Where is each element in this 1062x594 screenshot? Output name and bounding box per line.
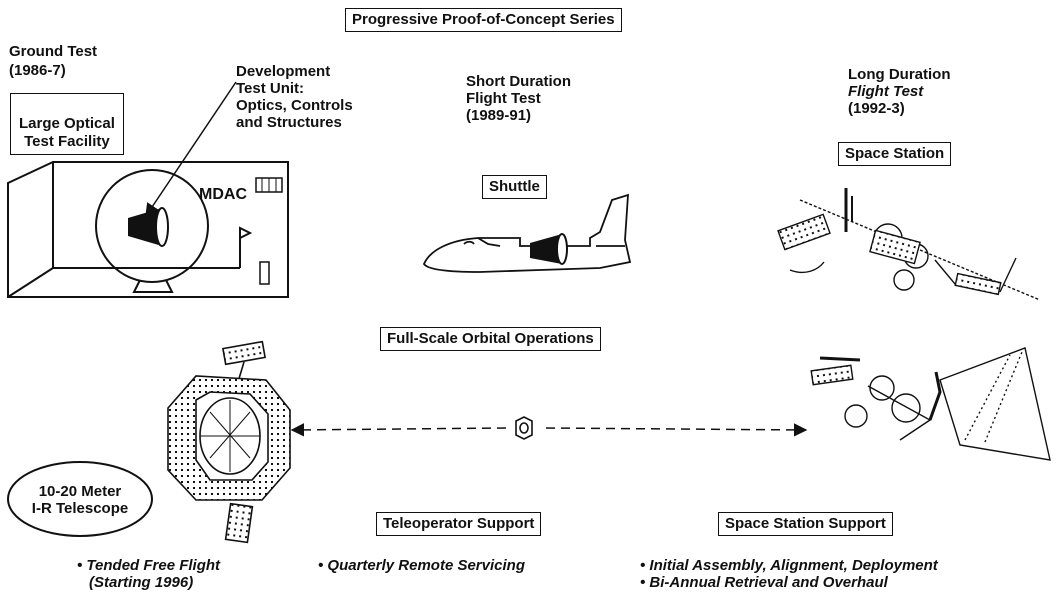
- shuttle-box: Shuttle: [482, 175, 547, 199]
- teleoperator-support-label: Teleoperator Support: [383, 515, 535, 532]
- short-flight-test-label: Flight Test: [466, 90, 541, 107]
- bullet-remote-servicing: • Quarterly Remote Servicing: [318, 557, 525, 574]
- initial-assembly-text: Initial Assembly, Alignment, Deployment: [649, 557, 938, 574]
- operations-title-box: Full-Scale Orbital Operations: [380, 327, 601, 351]
- series-title-box: Progressive Proof-of-Concept Series: [345, 8, 622, 32]
- space-station-label: Space Station: [845, 145, 945, 162]
- retrieval-text: Bi-Annual Retrieval and Overhaul: [649, 574, 888, 591]
- development-label: Development: [236, 63, 331, 80]
- dashed-arrow-left: [290, 423, 507, 437]
- series-title: Progressive Proof-of-Concept Series: [352, 11, 615, 28]
- space-station-drawing: [777, 188, 1041, 301]
- station-support-box: Space Station Support: [718, 512, 893, 536]
- ground-test-title: Ground Test: [9, 43, 98, 60]
- station-support-label: Space Station Support: [725, 515, 886, 532]
- space-station-support-drawing: [810, 347, 1051, 461]
- shuttle-label: Shuttle: [489, 178, 540, 195]
- short-duration-label: Short Duration: [466, 73, 571, 90]
- ground-test-years: (1986-7): [9, 62, 66, 79]
- short-duration-years: (1989-91): [466, 107, 532, 124]
- long-duration-years: (1992-3): [848, 100, 905, 117]
- test-unit-description: Test Unit: Optics, Controls and Structur…: [236, 80, 353, 131]
- teleoperator-drawing: [515, 416, 533, 440]
- ir-telescope-drawing: [167, 340, 291, 544]
- free-flight-text: Tended Free Flight: [86, 557, 221, 574]
- facility-label: Large Optical Test Facility: [19, 115, 115, 150]
- mdac-label: MDAC: [199, 186, 247, 203]
- remote-servicing-text: Quarterly Remote Servicing: [327, 557, 525, 574]
- dashed-arrow-right: [545, 423, 808, 437]
- shuttle-payload-telescope: [530, 233, 568, 265]
- bullet-free-flight: • Tended Free Flight: [77, 557, 221, 574]
- long-flight-test-label: Flight Test: [848, 83, 924, 100]
- shuttle-drawing: [422, 193, 632, 273]
- test-facility-building: [7, 161, 289, 298]
- telescope-label-ellipse: [7, 461, 153, 537]
- development-telescope-tube: [128, 207, 169, 247]
- long-duration-label: Long Duration: [848, 66, 951, 83]
- facility-box: Large Optical Test Facility: [10, 93, 124, 155]
- bullet-free-flight-date: (Starting 1996): [89, 574, 194, 591]
- operations-title: Full-Scale Orbital Operations: [387, 330, 594, 347]
- space-station-box: Space Station: [838, 142, 952, 166]
- telescope-label: 10-20 Meter I-R Telescope: [31, 483, 129, 517]
- teleoperator-support-box: Teleoperator Support: [376, 512, 542, 536]
- leader-line: [145, 81, 237, 218]
- vacuum-chamber-sphere: [95, 169, 209, 293]
- bullet-retrieval: • Bi-Annual Retrieval and Overhaul: [640, 574, 888, 591]
- bullet-initial-assembly: • Initial Assembly, Alignment, Deploymen…: [640, 557, 938, 574]
